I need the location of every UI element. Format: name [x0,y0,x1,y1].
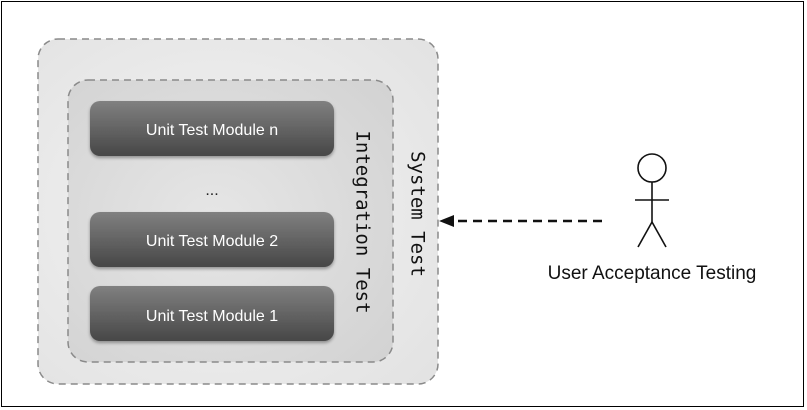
unit-test-module-1-label: Unit Test Module 1 [146,308,278,325]
unit-test-module-n: Unit Test Module n [90,101,334,156]
unit-test-module-1: Unit Test Module 1 [90,286,334,341]
acceptance-arrow [439,215,602,227]
unit-test-module-2: Unit Test Module 2 [90,212,334,267]
unit-test-module-2-label: Unit Test Module 2 [146,233,278,250]
actor-label: User Acceptance Testing [548,263,757,284]
system-test-label: System Test [407,151,429,277]
ellipsis-label: ... [205,182,218,199]
user-actor-icon [635,153,669,248]
unit-test-module-n-label: Unit Test Module n [146,122,278,139]
integration-test-label: Integration Test [352,130,374,313]
